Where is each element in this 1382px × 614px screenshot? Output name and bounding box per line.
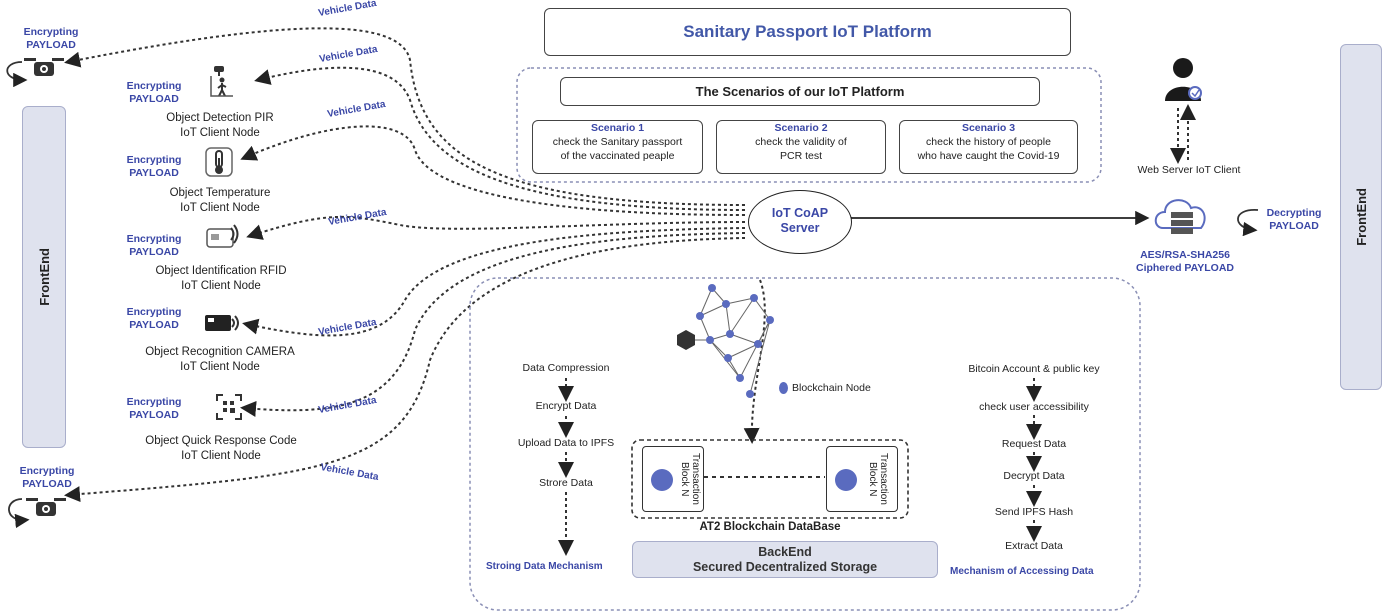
blockchain-db-container: [631, 439, 909, 519]
block-coin-icon: [651, 469, 673, 491]
access-step-6: Extract Data: [1005, 540, 1063, 552]
storing-mechanism-label: Stroing Data Mechanism: [486, 561, 603, 572]
block-coin-icon: [835, 469, 857, 491]
backend-container: [469, 277, 1141, 611]
web-client-label: Web Server IoT Client: [1137, 164, 1241, 176]
blockchain-network: [677, 284, 774, 398]
backend-line1: BackEnd: [758, 545, 812, 559]
scenarios-title: The Scenarios of our IoT Platform: [560, 77, 1040, 106]
server-line1: IoT CoAP: [771, 206, 829, 220]
rfid-icon: [206, 224, 240, 250]
frontend-right-label: FrontEnd: [1353, 188, 1369, 246]
scenario-1-box: Scenario 1 check the Sanitary passport o…: [532, 120, 703, 174]
scenario-1-line1: check the Sanitary passport: [552, 136, 683, 148]
drone-top-icon: [24, 56, 64, 80]
scenario-3-box: Scenario 3 check the history of people w…: [899, 120, 1078, 174]
frontend-right-panel: FrontEnd: [1340, 44, 1382, 390]
scenarios-container: [516, 67, 1102, 183]
access-step-5: Send IPFS Hash: [994, 506, 1074, 518]
scenario-3-line1: check the history of people: [926, 136, 1051, 148]
scenario-1-title: Scenario 1: [590, 122, 645, 134]
qr-code-icon: [216, 394, 242, 420]
blockchain-node-legend-icon: [779, 382, 788, 394]
blockchain-db-label: AT2 Blockchain DataBase: [699, 521, 841, 533]
server-line2: Server: [780, 221, 820, 235]
vehicle-link-rfid: [246, 215, 746, 240]
drone-top-loop-arrow: [6, 61, 28, 88]
storing-step-3: Upload Data to IPFS: [517, 437, 615, 449]
cloud-server-icon: [1153, 192, 1211, 238]
user-icon: [1165, 56, 1205, 102]
vehicle-link-temp: [240, 125, 746, 216]
vehicle-link-camera: [242, 227, 746, 337]
frontend-left-label: FrontEnd: [36, 248, 52, 306]
blockchain-node-legend-label: Blockchain Node: [792, 382, 871, 394]
scenario-2-box: Scenario 2 check the validity of PCR tes…: [716, 120, 886, 174]
pir-sensor-icon: [208, 66, 236, 98]
platform-title: Sanitary Passport IoT Platform: [544, 8, 1071, 56]
access-step-4: Decrypt Data: [1003, 470, 1065, 482]
iot-coap-server: IoT CoAP Server: [748, 190, 852, 254]
thermometer-icon: [204, 146, 236, 178]
decrypt-loop-arrow: [1237, 209, 1259, 237]
vehicle-link-qr: [240, 232, 746, 417]
storing-step-4: Strore Data: [539, 477, 593, 489]
access-step-3: Request Data: [1001, 438, 1067, 450]
storing-step-2: Encrypt Data: [535, 400, 597, 412]
access-step-1: Bitcoin Account & public key: [968, 363, 1100, 375]
frontend-left-panel: FrontEnd: [22, 106, 66, 448]
access-mechanism-label: Mechanism of Accessing Data: [950, 566, 1094, 577]
drone-bottom-icon: [26, 496, 66, 520]
storing-step-1: Data Compression: [522, 362, 610, 374]
scenario-1-line2: of the vaccinated peaple: [560, 150, 675, 162]
vehicle-link-drone-top: [64, 27, 746, 206]
scenario-3-title: Scenario 3: [961, 122, 1016, 134]
scenario-3-line2: who have caught the Covid-19: [917, 150, 1060, 162]
vehicle-link-pir: [254, 66, 746, 211]
scenario-2-line1: check the validity of: [755, 136, 847, 148]
backend-panel: BackEnd Secured Decentralized Storage: [632, 541, 938, 578]
scenario-2-line2: PCR test: [779, 150, 822, 162]
backend-line2: Secured Decentralized Storage: [692, 560, 878, 574]
scenario-2-title: Scenario 2: [774, 122, 828, 134]
drone-bottom-loop-arrow: [8, 498, 30, 529]
access-step-2: check user accessibility: [979, 401, 1089, 413]
vehicle-link-drone-bottom: [64, 237, 746, 503]
camera-icon: [204, 312, 242, 334]
